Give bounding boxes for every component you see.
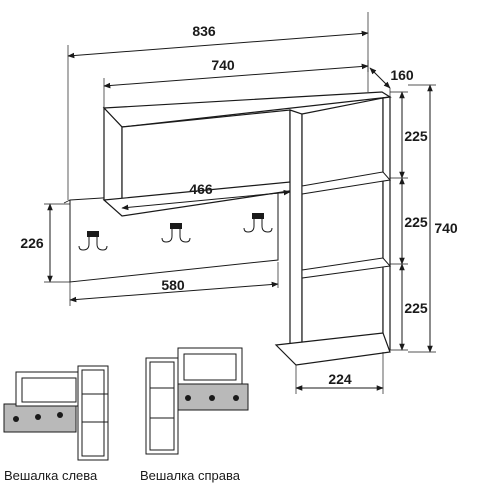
hanger-height-label: 226 xyxy=(20,235,44,251)
hook-icon xyxy=(243,213,273,233)
left-variant-thumbnail xyxy=(3,365,109,461)
overall-width-label: 836 xyxy=(192,23,216,39)
right-variant-caption: Вешалка справа xyxy=(140,468,241,483)
inner-shelf-width-label: 466 xyxy=(189,181,213,197)
dimension-labels: 836 740 160 466 226 580 225 225 225 740 … xyxy=(20,23,458,387)
hook-icon xyxy=(233,395,239,401)
section-height-1-label: 225 xyxy=(404,128,428,144)
column-right-side xyxy=(382,96,391,353)
hanger-width-label: 580 xyxy=(161,277,185,293)
hook-icon xyxy=(78,231,108,251)
hook-icon xyxy=(209,395,215,401)
section-height-3-label: 225 xyxy=(404,300,428,316)
hook-icon xyxy=(57,412,63,418)
main-furniture-drawing xyxy=(63,91,392,366)
column-front-left xyxy=(289,109,303,362)
hook-icon xyxy=(35,414,41,420)
column-shelf-1 xyxy=(301,171,391,195)
left-variant-caption: Вешалка слева xyxy=(4,468,98,483)
dimension-lines xyxy=(44,12,436,394)
column-bottom xyxy=(274,332,391,366)
top-shelf-width-label: 740 xyxy=(211,57,235,73)
section-height-2-label: 225 xyxy=(404,214,428,230)
total-height-label: 740 xyxy=(434,220,458,236)
hook-icon xyxy=(13,416,19,422)
column-shelf-2 xyxy=(301,257,391,279)
column-width-label: 224 xyxy=(328,371,352,387)
hook-icon xyxy=(185,395,191,401)
column-back xyxy=(301,97,384,361)
right-variant-thumbnail xyxy=(145,347,249,455)
hook-icon xyxy=(161,223,191,243)
depth-label: 160 xyxy=(390,67,414,83)
